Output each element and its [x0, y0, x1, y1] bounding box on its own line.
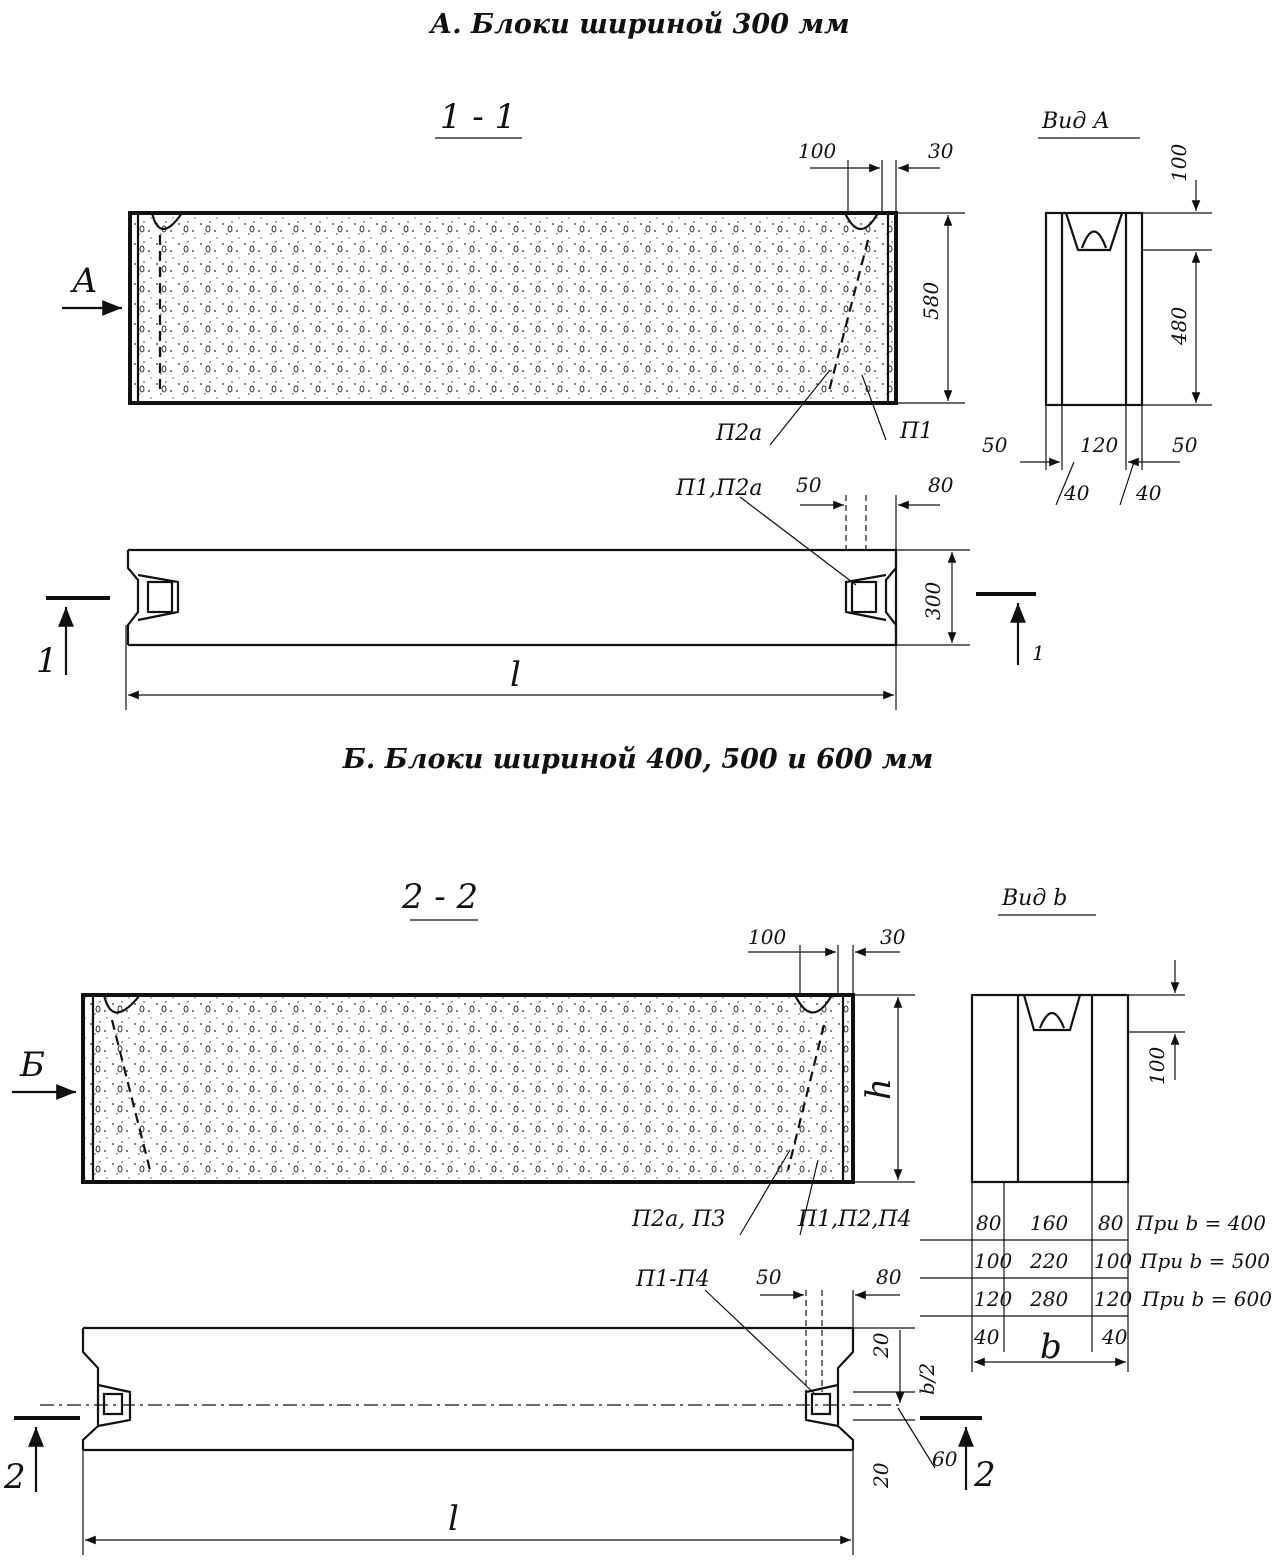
callout-p2a: П2а — [715, 421, 762, 446]
table-row1-left: 80 — [976, 1211, 1002, 1235]
table-row3-mid: 280 — [1029, 1287, 1068, 1311]
dim-480-view-a: 480 — [1167, 307, 1191, 346]
table-row1-right: 80 — [1098, 1211, 1124, 1235]
table-row2-right: 100 — [1094, 1249, 1132, 1273]
dim-length-b: l — [448, 1499, 459, 1539]
dim-50-view-a-left: 50 — [982, 433, 1008, 457]
callout-p1-p2-p4: П1,П2,П4 — [797, 1207, 912, 1232]
callout-p1: П1 — [899, 419, 933, 444]
table-row1-mid: 160 — [1030, 1211, 1068, 1235]
dim-20-plan-b-top: 20 — [869, 1332, 893, 1359]
dim-100-view-b: 100 — [1145, 1047, 1169, 1085]
view-a-label: Вид А — [1041, 109, 1110, 134]
dim-width-b: b — [1040, 1327, 1062, 1367]
block-a-plan — [126, 548, 898, 647]
dim-40-view-b-left: 40 — [973, 1325, 1000, 1349]
section-1-1-label: 1 - 1 — [440, 97, 516, 137]
dim-50-plan-b: 50 — [756, 1265, 782, 1289]
table-row3-right: 120 — [1094, 1287, 1132, 1311]
dim-length-a: l — [510, 655, 521, 695]
table-row2-note: При b = 500 — [1139, 1249, 1270, 1273]
view-b-arrow-label: Б — [19, 1045, 45, 1085]
dim-580: 580 — [919, 282, 943, 320]
dim-80-plan-b: 80 — [876, 1265, 902, 1289]
cut-label-2-right: 2 — [973, 1455, 996, 1495]
cut-label-2-left: 2 — [3, 1457, 26, 1497]
dim-20-plan-b-bottom: 20 — [869, 1462, 893, 1489]
dim-b2-plan-b: b/2 — [915, 1363, 939, 1395]
block-b-elevation — [81, 993, 855, 1184]
view-a-arrow-label: А — [70, 261, 98, 301]
dim-40-view-a-left: 40 — [1063, 481, 1090, 505]
callout-p1-p2a: П1,П2а — [675, 476, 762, 501]
dim-60-plan-b: 60 — [932, 1447, 958, 1471]
view-b-end-elevation — [970, 993, 1130, 1184]
dim-30-a: 30 — [928, 139, 954, 163]
dim-50-view-a-right: 50 — [1172, 433, 1198, 457]
dim-40-view-b-right: 40 — [1101, 1325, 1128, 1349]
dim-30-b: 30 — [880, 925, 906, 949]
dim-100-b: 100 — [748, 925, 786, 949]
callout-p2a-p3: П2а, П3 — [631, 1207, 725, 1232]
table-row3-left: 120 — [974, 1287, 1012, 1311]
dim-80-plan-a: 80 — [928, 473, 954, 497]
block-b-plan — [40, 1326, 900, 1452]
table-row2-mid: 220 — [1029, 1249, 1068, 1273]
table-row2-left: 100 — [974, 1249, 1012, 1273]
dim-300-plan-a: 300 — [921, 582, 945, 620]
section-2-2-label: 2 - 2 — [401, 877, 478, 917]
dim-100-view-a: 100 — [1167, 144, 1191, 182]
dim-40-view-a-right: 40 — [1135, 481, 1162, 505]
dim-50-plan-a: 50 — [796, 473, 822, 497]
view-a-end-elevation — [1044, 211, 1144, 407]
dim-height-h: h — [859, 1078, 899, 1100]
table-row3-note: При b = 600 — [1141, 1287, 1272, 1311]
block-a-elevation — [128, 211, 898, 405]
view-b-label: Вид b — [1001, 886, 1067, 911]
section-a-title: А. Блоки шириной 300 мм — [428, 9, 849, 40]
cut-label-1-left: 1 — [36, 641, 58, 681]
dim-120-view-a: 120 — [1080, 433, 1118, 457]
dim-100-a: 100 — [798, 139, 836, 163]
width-table — [920, 1182, 1129, 1372]
cut-label-1-right: 1 — [1032, 641, 1045, 665]
section-b-title: Б. Блоки шириной 400, 500 и 600 мм — [342, 744, 934, 775]
callout-p1-p4: П1-П4 — [635, 1267, 710, 1292]
table-row1-note: При b = 400 — [1135, 1211, 1266, 1235]
